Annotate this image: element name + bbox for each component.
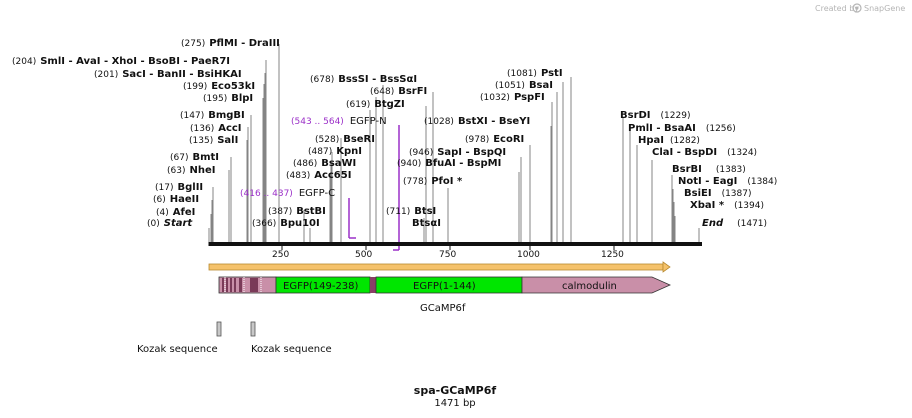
feature-calmodulin-label: calmodulin <box>562 281 617 292</box>
ruler-tick-500: 500 <box>355 250 372 260</box>
site-bmti[interactable]: (67)BmtI <box>170 152 219 163</box>
site-bstxi[interactable]: (1028)BstXI - BseYI <box>424 116 530 127</box>
site-seri[interactable]: (528)BseRI <box>315 134 375 145</box>
site-btsai[interactable]: BtsαI <box>412 218 441 229</box>
site-bfuai[interactable]: (940)BfuAI - BspMI <box>397 158 501 169</box>
site-end[interactable]: End(1471) <box>702 218 767 229</box>
site-smli[interactable]: (204)SmlI - AvaI - XhoI - BsoBI - PaeR7I <box>12 56 230 67</box>
sequence-backbone <box>208 242 702 246</box>
map-title: spa-GCaMP6f <box>414 384 497 397</box>
site-pfoi[interactable]: (778)PfoI * <box>403 176 463 187</box>
site-sali[interactable]: (135)SalI <box>189 135 238 146</box>
ruler-tick-1250: 1250 <box>601 250 624 260</box>
kozak-feature-1[interactable] <box>216 321 222 337</box>
kozak-feature-2[interactable] <box>250 321 256 337</box>
site-noti[interactable]: NotI - EagI(1384) <box>678 176 777 187</box>
feature-egfp-149-238-label: EGFP(149-238) <box>283 281 359 292</box>
created-by-text: Created by <box>815 4 859 13</box>
site-blpi[interactable]: (195)BlpI <box>203 93 253 104</box>
site-primer-egfp-c[interactable]: (416 .. 437)EGFP-C <box>240 188 335 199</box>
site-leader-lines <box>208 44 700 242</box>
site-sapi[interactable]: (946)SapI - BspQI <box>409 147 506 158</box>
site-bsssi[interactable]: (678)BssSI - BssSαI <box>310 74 417 85</box>
site-haeii[interactable]: (6)HaeII <box>153 194 199 205</box>
ruler-tick-250: 250 <box>272 250 289 260</box>
site-afei[interactable]: (4)AfeI <box>156 207 195 218</box>
feature-calmodulin[interactable] <box>521 276 671 294</box>
feature-egfp-1-144-label: EGFP(1-144) <box>413 281 476 292</box>
site-bsrfi[interactable]: (648)BsrFI <box>370 86 427 97</box>
ruler-tick-1000: 1000 <box>517 250 540 260</box>
site-bstbi[interactable]: (387)BstBI <box>268 206 326 217</box>
site-eco53ki[interactable]: (199)Eco53kI <box>183 81 255 92</box>
site-saci[interactable]: (201)SacI - BanII - BsiHKAI <box>94 69 242 80</box>
site-btsi[interactable]: (711)BtsI <box>386 206 436 217</box>
kozak-label-1: Kozak sequence <box>137 344 218 355</box>
site-bsawi[interactable]: (486)BsaWI <box>293 158 356 169</box>
site-primer-egfp-n[interactable]: (543 .. 564)EGFP-N <box>291 116 387 127</box>
site-btgzi[interactable]: (619)BtgZI <box>346 99 405 110</box>
site-acci[interactable]: (136)AccI <box>190 123 242 134</box>
snapgene-brand: SnapGene <box>864 4 905 13</box>
site-kpni[interactable]: (487)KpnI <box>308 146 362 157</box>
map-length: 1471 bp <box>434 398 475 409</box>
construct-label: GCaMP6f <box>420 303 466 314</box>
site-bsai[interactable]: (1051)BsaI <box>495 80 553 91</box>
primer-egfp-n-marker[interactable] <box>393 125 400 251</box>
site-psti[interactable]: (1081)PstI <box>507 68 563 79</box>
site-pspfi[interactable]: (1032)PspFI <box>480 92 545 103</box>
site-nhei[interactable]: (63)NheI <box>167 165 215 176</box>
site-xbai[interactable]: XbaI *(1394) <box>690 200 764 211</box>
orf-arrow[interactable] <box>208 261 671 273</box>
snapgene-logo-icon <box>852 3 862 13</box>
site-start[interactable]: (0)Start <box>147 218 193 229</box>
restriction-site-labels: (275)PflMI - DraIII (204)SmlI - AvaI - X… <box>12 38 777 229</box>
ruler-tick-750: 750 <box>439 250 456 260</box>
primer-egfp-c-marker[interactable] <box>348 198 356 239</box>
kozak-label-2: Kozak sequence <box>251 344 332 355</box>
site-bmgbi[interactable]: (147)BmgBI <box>180 110 245 121</box>
site-bglii[interactable]: (17)BglII <box>155 182 203 193</box>
site-ecori[interactable]: (978)EcoRI <box>465 134 524 145</box>
site-pmli[interactable]: PmlI - BsaAI(1256) <box>628 123 736 134</box>
site-acc65i[interactable]: (483)Acc65I <box>286 170 351 181</box>
site-clai[interactable]: ClaI - BspDI(1324) <box>652 147 757 158</box>
gcamp6f-feature[interactable]: EGFP(149-238) EGFP(1-144) calmodulin <box>218 276 671 294</box>
position-ruler: 250 500 750 1000 1250 <box>272 246 624 260</box>
site-bsiei[interactable]: BsiEI(1387) <box>684 188 752 199</box>
site-pflmi[interactable]: (275)PflMI - DraIII <box>181 38 280 49</box>
site-bsrdi[interactable]: BsrDI(1229) <box>620 110 690 121</box>
site-bsrbi[interactable]: BsrBI(1383) <box>672 164 746 175</box>
site-bpu10i[interactable]: (366)Bpu10I <box>252 218 320 229</box>
site-hpai[interactable]: HpaI(1282) <box>638 135 700 146</box>
